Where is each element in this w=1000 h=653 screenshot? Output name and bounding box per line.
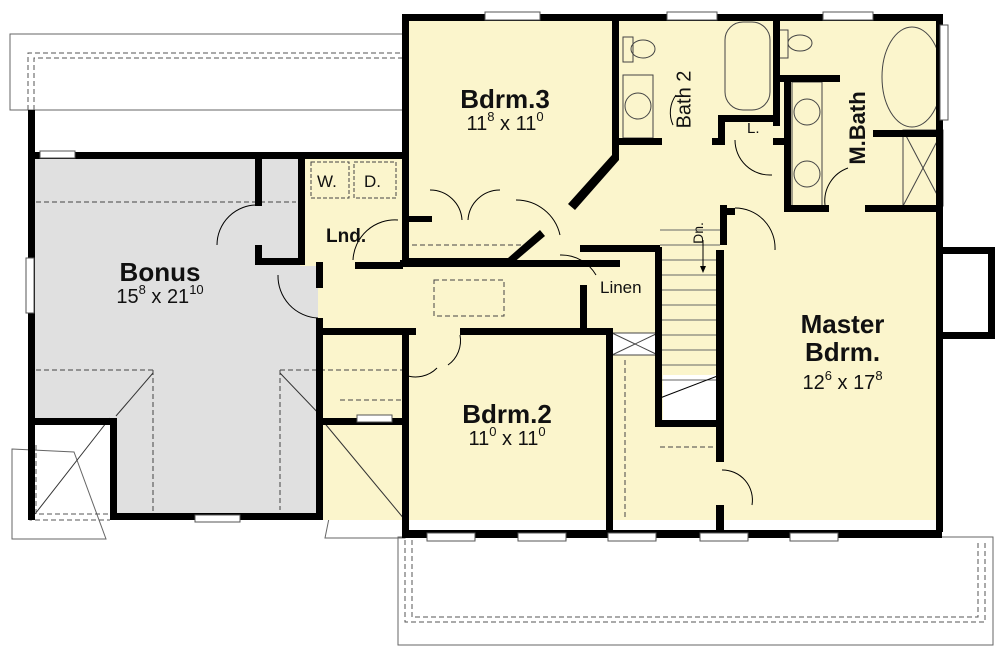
room-name-line1: Master <box>800 309 885 339</box>
room-dimensions: 110 x 110 <box>468 424 546 450</box>
room-name: Bdrm.3 <box>460 84 550 114</box>
room-name-line2: Bdrm. <box>804 337 881 367</box>
label-washer: W. <box>317 172 337 191</box>
label-linen: Linen <box>600 278 642 297</box>
room-name: Bdrm.2 <box>462 399 552 429</box>
room-name: Bonus <box>119 257 201 287</box>
label-stairs-down: Dn. <box>690 222 706 244</box>
room-dimensions: 126 x 178 <box>802 368 883 394</box>
room-master-bdrm: Master Bdrm. 126 x 178 <box>775 310 910 394</box>
bonus-room-floor <box>33 156 318 517</box>
label-bath2: Bath 2 <box>673 70 696 129</box>
room-bdrm2: Bdrm.2 110 x 110 <box>442 400 572 450</box>
room-dimensions: 158 x 2110 <box>116 282 204 308</box>
room-dimensions: 118 x 110 <box>466 109 544 135</box>
dormer-left <box>11 448 107 540</box>
label-laundry: Lnd. <box>326 226 367 247</box>
front-porch-outline <box>397 536 994 646</box>
room-bonus: Bonus 158 x 2110 <box>95 258 225 308</box>
label-master-bath: M.Bath <box>845 91 870 165</box>
room-bdrm3: Bdrm.3 118 x 110 <box>440 85 570 135</box>
label-dryer: D. <box>364 172 381 191</box>
roof-outline-top-left <box>9 33 406 111</box>
label-linen-closet: L. <box>747 120 760 137</box>
